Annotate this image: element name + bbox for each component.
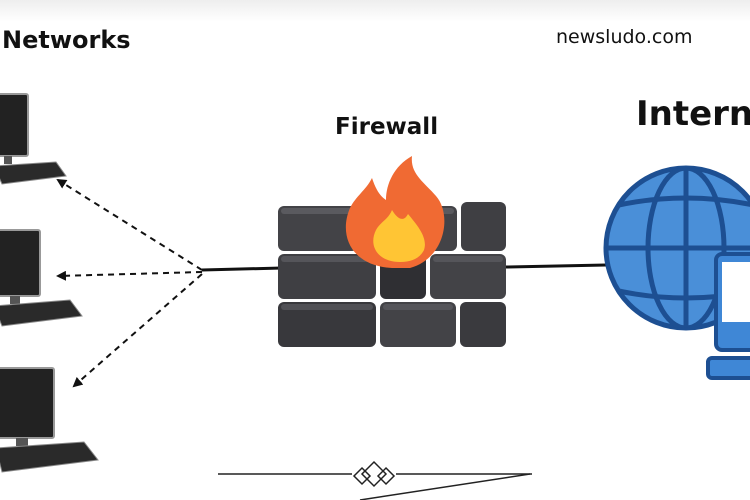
flame-icon (345, 156, 445, 268)
top-shading (0, 0, 750, 22)
computer-icon (0, 367, 99, 473)
computer-icon (0, 229, 83, 327)
watermark-text: newsludo.com (556, 26, 693, 48)
ornament-icon (218, 460, 532, 500)
arrow-to-computer-3 (72, 273, 203, 388)
arrow-to-computer-2 (56, 270, 203, 281)
link-line-left (201, 266, 283, 272)
computer-icon (0, 93, 67, 185)
link-line-right (505, 263, 607, 269)
monitor-icon (706, 252, 750, 380)
arrow-to-computer-1 (56, 178, 203, 271)
firewall-label: Firewall (335, 114, 439, 140)
internet-label: Interne (636, 94, 750, 134)
networks-title: Networks (2, 26, 131, 54)
